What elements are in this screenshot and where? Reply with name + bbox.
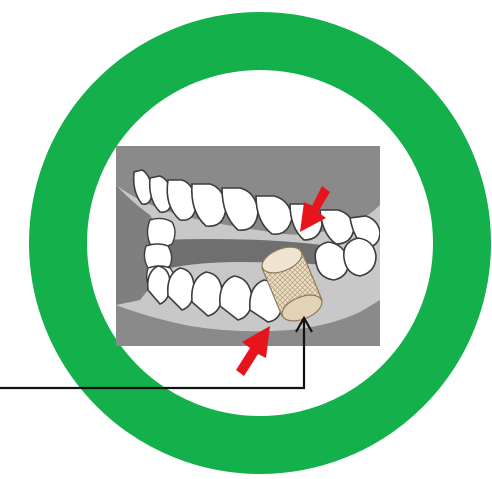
molar <box>148 218 176 247</box>
lower-tooth <box>344 238 376 276</box>
jaw-panel <box>116 146 380 346</box>
